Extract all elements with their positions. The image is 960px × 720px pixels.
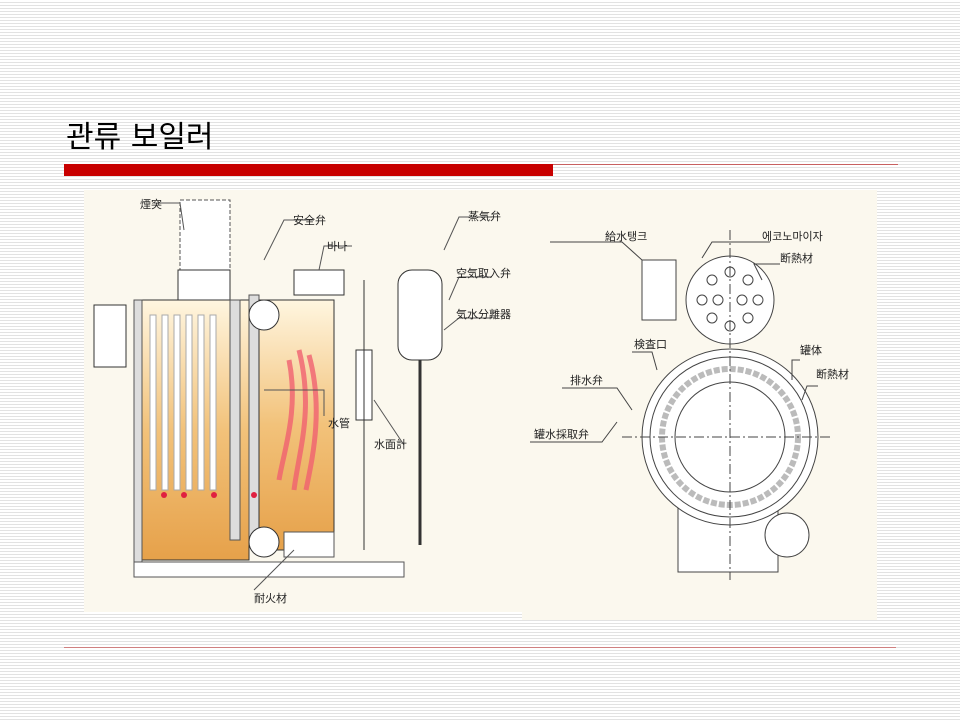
label-refractory: 耐火材 bbox=[254, 592, 287, 605]
label-feed-tank: 給水탱크 bbox=[605, 230, 648, 243]
footer-divider-line bbox=[64, 647, 896, 648]
boiler-top-view-drawing bbox=[530, 230, 832, 580]
title-underline-bar bbox=[64, 164, 553, 176]
label-insulation-top: 断熱材 bbox=[780, 252, 813, 265]
label-safety-valve: 安全弁 bbox=[293, 214, 326, 227]
boiler-cross-section-diagram: 煙突 安全弁 바나 蒸気弁 空気取入弁 気水分離器 水管 水面計 耐火材 bbox=[84, 190, 522, 612]
boiler-cross-section-drawing bbox=[93, 199, 492, 591]
label-sampling-valve: 罐水採取弁 bbox=[534, 428, 589, 441]
label-chimney: 煙突 bbox=[140, 198, 162, 211]
title-divider-line bbox=[553, 164, 898, 165]
label-inspection-port: 検査口 bbox=[634, 338, 667, 351]
label-burner: 바나 bbox=[327, 240, 348, 253]
label-economizer: 에코노마이자 bbox=[762, 230, 823, 243]
label-shell: 罐体 bbox=[800, 344, 822, 357]
label-steam-valve: 蒸気弁 bbox=[468, 210, 501, 223]
label-water-gauge: 水面計 bbox=[374, 438, 407, 451]
label-steam-separator: 気水分離器 bbox=[456, 308, 511, 321]
label-drain-valve: 排水弁 bbox=[570, 374, 603, 387]
boiler-top-view-diagram: 給水탱크 에코노마이자 断熱材 検査口 罐体 断熱材 排水弁 罐水採取弁 bbox=[522, 190, 877, 620]
label-insulation-side: 断熱材 bbox=[816, 368, 849, 381]
label-air-intake-valve: 空気取入弁 bbox=[456, 267, 511, 280]
label-water-tube: 水管 bbox=[328, 417, 350, 430]
slide-title: 관류 보일러 bbox=[66, 120, 214, 155]
